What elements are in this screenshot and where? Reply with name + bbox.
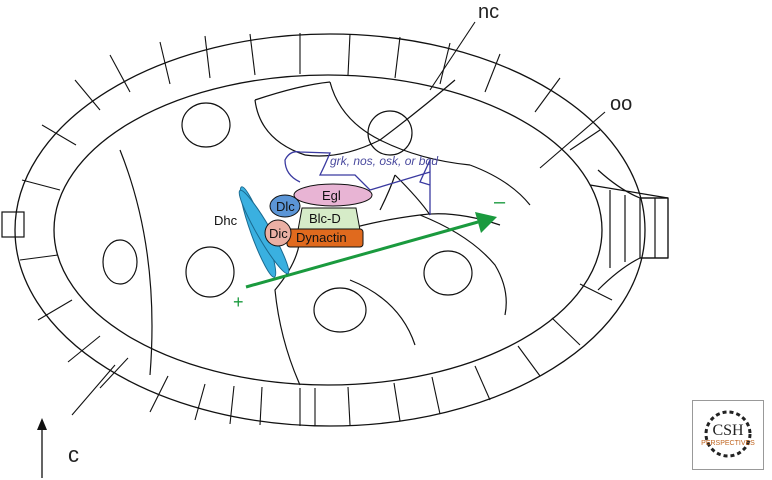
outer-follicle-boundary bbox=[14, 33, 646, 427]
follicle-cell-divisions bbox=[19, 33, 613, 426]
dlc-label: Dlc bbox=[276, 199, 295, 214]
dic-shape bbox=[264, 219, 292, 247]
blcd-label: Blc-D bbox=[309, 211, 341, 226]
inner-follicle-boundary bbox=[53, 74, 603, 386]
dynactin-label: Dynactin bbox=[296, 230, 347, 245]
oo-label: oo bbox=[610, 93, 632, 115]
c-pointer bbox=[71, 364, 116, 416]
left-stalk bbox=[1, 211, 25, 238]
csh-logo: CSH PERSPECTIVES bbox=[692, 400, 764, 470]
egl-label: Egl bbox=[322, 188, 341, 203]
nurse-cell-boundaries bbox=[119, 79, 531, 386]
microtubule-arrow bbox=[245, 212, 497, 289]
dic-label: Dic bbox=[269, 226, 288, 241]
egl-shape bbox=[293, 183, 373, 207]
dhc-label: Dhc bbox=[214, 213, 238, 228]
mrna-strand bbox=[284, 151, 431, 215]
logo-perspectives-text: PERSPECTIVES bbox=[701, 440, 755, 447]
csh-logo-graphic: CSH PERSPECTIVES bbox=[701, 410, 755, 458]
dlc-shape bbox=[269, 194, 301, 218]
logo-csh-text: CSH bbox=[712, 422, 744, 439]
nc-pointer bbox=[429, 21, 476, 91]
nc-label: nc bbox=[478, 1, 499, 23]
plus-end-label: + bbox=[233, 292, 244, 312]
c-label: c bbox=[68, 442, 79, 467]
oo-pointer bbox=[539, 111, 606, 169]
right-stalk bbox=[589, 169, 669, 291]
minus-end-label: – bbox=[494, 191, 506, 213]
nurse-cell-nuclei bbox=[102, 102, 473, 333]
mrna-label: grk, nos, osk, or bcd bbox=[330, 154, 438, 168]
vertical-arrow bbox=[37, 418, 47, 478]
